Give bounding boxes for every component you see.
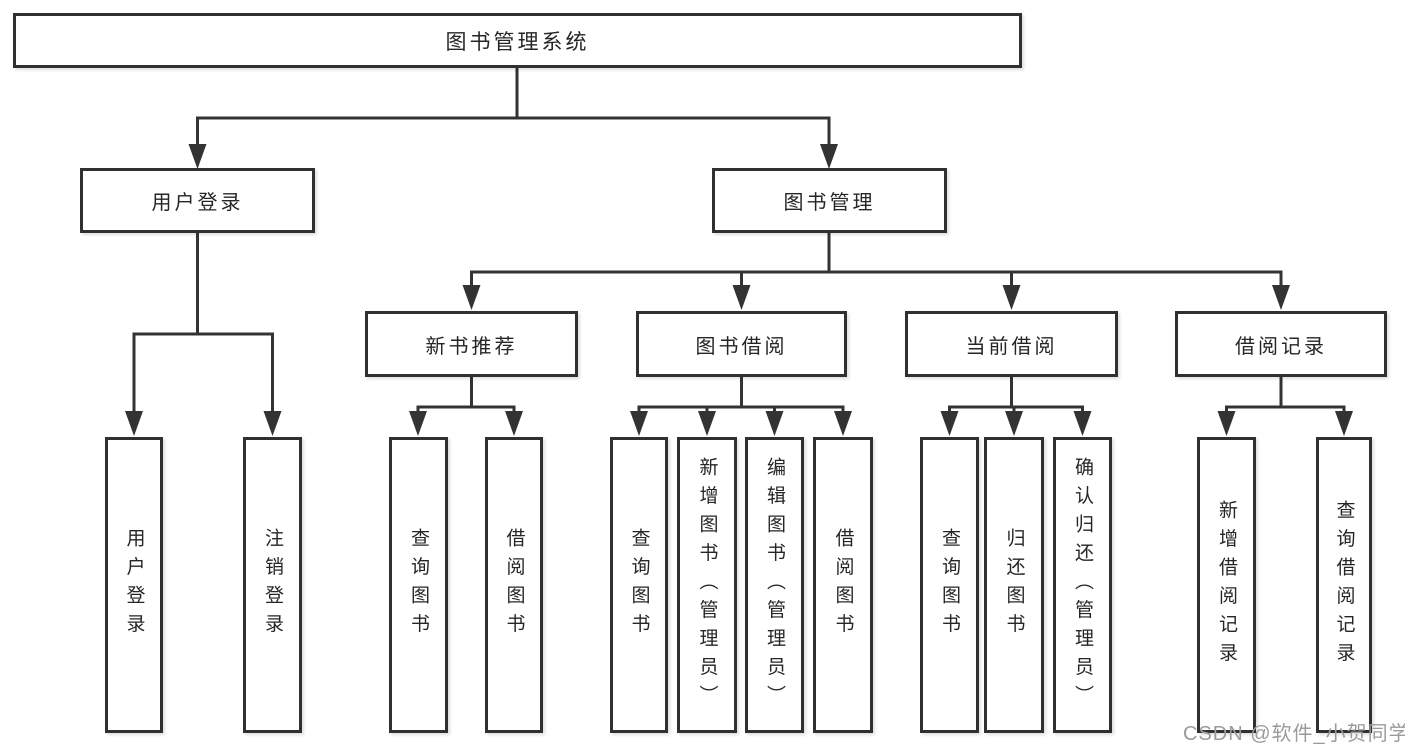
leaf-records-query-borrow-record: 查询借阅记录 [1316, 437, 1372, 733]
arrowhead [263, 411, 282, 436]
node-label: 图书借阅 [695, 335, 788, 358]
leaf-logout: 注销登录 [243, 437, 302, 733]
connector-bookmgmt-to-level3 [470, 231, 1283, 290]
node-label: 图书管理系统 [445, 30, 590, 54]
arrowhead [1005, 411, 1023, 436]
leaf-label: 查询图书 [628, 528, 650, 642]
node-current-borrowing: 当前借阅 [905, 311, 1118, 377]
leaf-current-return-books: 归还图书 [984, 437, 1044, 733]
arrowhead [698, 411, 716, 436]
connector-borrowrecords-to-leaves [1225, 375, 1346, 416]
leaf-label: 用户登录 [123, 528, 145, 642]
connector-bookborrow-to-leaves [637, 375, 845, 416]
arrowhead [505, 411, 523, 436]
leaf-borrow-add-books-admin: 新增图书（管理员） [677, 437, 737, 733]
arrowhead [765, 411, 784, 436]
node-label: 用户登录 [151, 192, 244, 214]
leaf-label: 查询图书 [939, 528, 960, 642]
arrowhead [834, 411, 852, 436]
arrowhead [1335, 411, 1353, 436]
leaf-records-add-borrow-record: 新增借阅记录 [1197, 437, 1256, 733]
node-user-login: 用户登录 [80, 168, 315, 233]
arrowhead [125, 411, 143, 436]
arrowhead [732, 285, 751, 310]
arrowhead [940, 411, 959, 436]
leaf-label: 新增图书（管理员） [696, 456, 718, 714]
connector-currentborrow-to-leaves [948, 375, 1084, 416]
node-book-management: 图书管理 [712, 168, 947, 233]
arrowhead [1073, 411, 1092, 436]
arrowhead [188, 144, 207, 169]
leaf-current-confirm-return-admin: 确认归还（管理员） [1053, 437, 1112, 733]
node-book-borrowing: 图书借阅 [636, 311, 847, 377]
leaf-label: 确认归还（管理员） [1072, 456, 1093, 714]
leaf-label: 借阅图书 [832, 528, 854, 642]
leaf-rec-query-books: 查询图书 [389, 437, 448, 733]
connector-userlogin-to-leaves [132, 231, 274, 416]
leaf-label: 注销登录 [262, 528, 283, 642]
leaf-label: 归还图书 [1003, 528, 1025, 642]
node-label: 新书推荐 [425, 335, 518, 358]
arrowhead [1217, 411, 1236, 436]
node-label: 当前借阅 [965, 335, 1058, 358]
arrowhead [1002, 285, 1021, 310]
leaf-rec-borrow-books: 借阅图书 [485, 437, 543, 733]
node-label: 图书管理 [783, 192, 876, 214]
arrowhead [820, 144, 838, 169]
csdn-watermark: CSDN @软件_小贺同学 [1183, 723, 1405, 745]
leaf-borrow-query-books: 查询图书 [610, 437, 668, 733]
leaf-label: 查询借阅记录 [1333, 499, 1355, 671]
arrowhead [409, 411, 427, 436]
leaf-label: 查询图书 [408, 528, 429, 642]
leaf-current-query-books: 查询图书 [920, 437, 979, 733]
connector-newbookrec-to-leaves [416, 375, 516, 416]
leaf-user-login: 用户登录 [105, 437, 163, 733]
node-library-management-system: 图书管理系统 [13, 13, 1022, 68]
leaf-borrow-borrow-books: 借阅图书 [813, 437, 873, 733]
node-label: 借阅记录 [1235, 335, 1327, 358]
leaf-label: 编辑图书（管理员） [764, 456, 785, 714]
arrowhead [462, 285, 481, 310]
arrowhead [630, 411, 648, 436]
leaf-label: 新增借阅记录 [1216, 499, 1237, 671]
leaf-label: 借阅图书 [503, 528, 525, 642]
connector-root-to-level2 [196, 66, 831, 150]
leaf-borrow-edit-books-admin: 编辑图书（管理员） [745, 437, 804, 733]
node-borrowing-records: 借阅记录 [1175, 311, 1387, 377]
arrowhead [1272, 285, 1290, 310]
node-new-book-recommendation: 新书推荐 [365, 311, 578, 377]
